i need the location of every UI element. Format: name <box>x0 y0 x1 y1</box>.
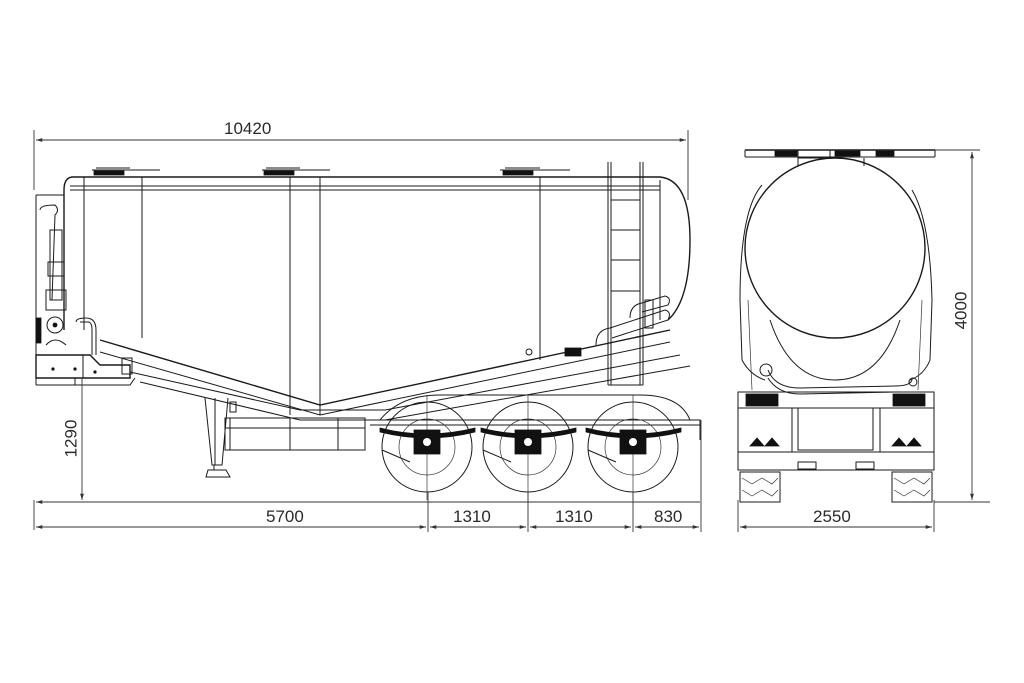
tank-cross-section <box>739 157 933 391</box>
rear-tires <box>739 471 933 503</box>
dimension-axle-layout <box>33 420 702 532</box>
dimension-overall-height <box>935 149 980 500</box>
axles <box>379 395 682 500</box>
rear-light-icon <box>891 437 922 447</box>
rear-light-icon <box>749 437 780 447</box>
rear-walkway <box>744 149 936 166</box>
chassis-frame <box>224 394 701 451</box>
rear-discharge-pipe <box>759 363 918 395</box>
dimension-overall-width <box>737 500 990 532</box>
dimension-overall-length <box>33 130 689 200</box>
manhole-covers <box>92 167 570 176</box>
landing-gear <box>204 397 237 478</box>
manhole-icon <box>92 167 160 176</box>
side-view <box>33 130 702 532</box>
front-equipment <box>35 194 136 386</box>
manhole-icon <box>262 167 330 176</box>
tank-body <box>63 176 691 421</box>
axle-3 <box>585 395 682 500</box>
manhole-icon <box>500 167 570 176</box>
discharge-pipes <box>525 295 670 357</box>
ladder <box>607 162 644 386</box>
axle-1 <box>379 395 476 500</box>
rear-frame <box>737 391 935 471</box>
rear-view <box>737 149 990 532</box>
axle-2 <box>480 395 577 500</box>
